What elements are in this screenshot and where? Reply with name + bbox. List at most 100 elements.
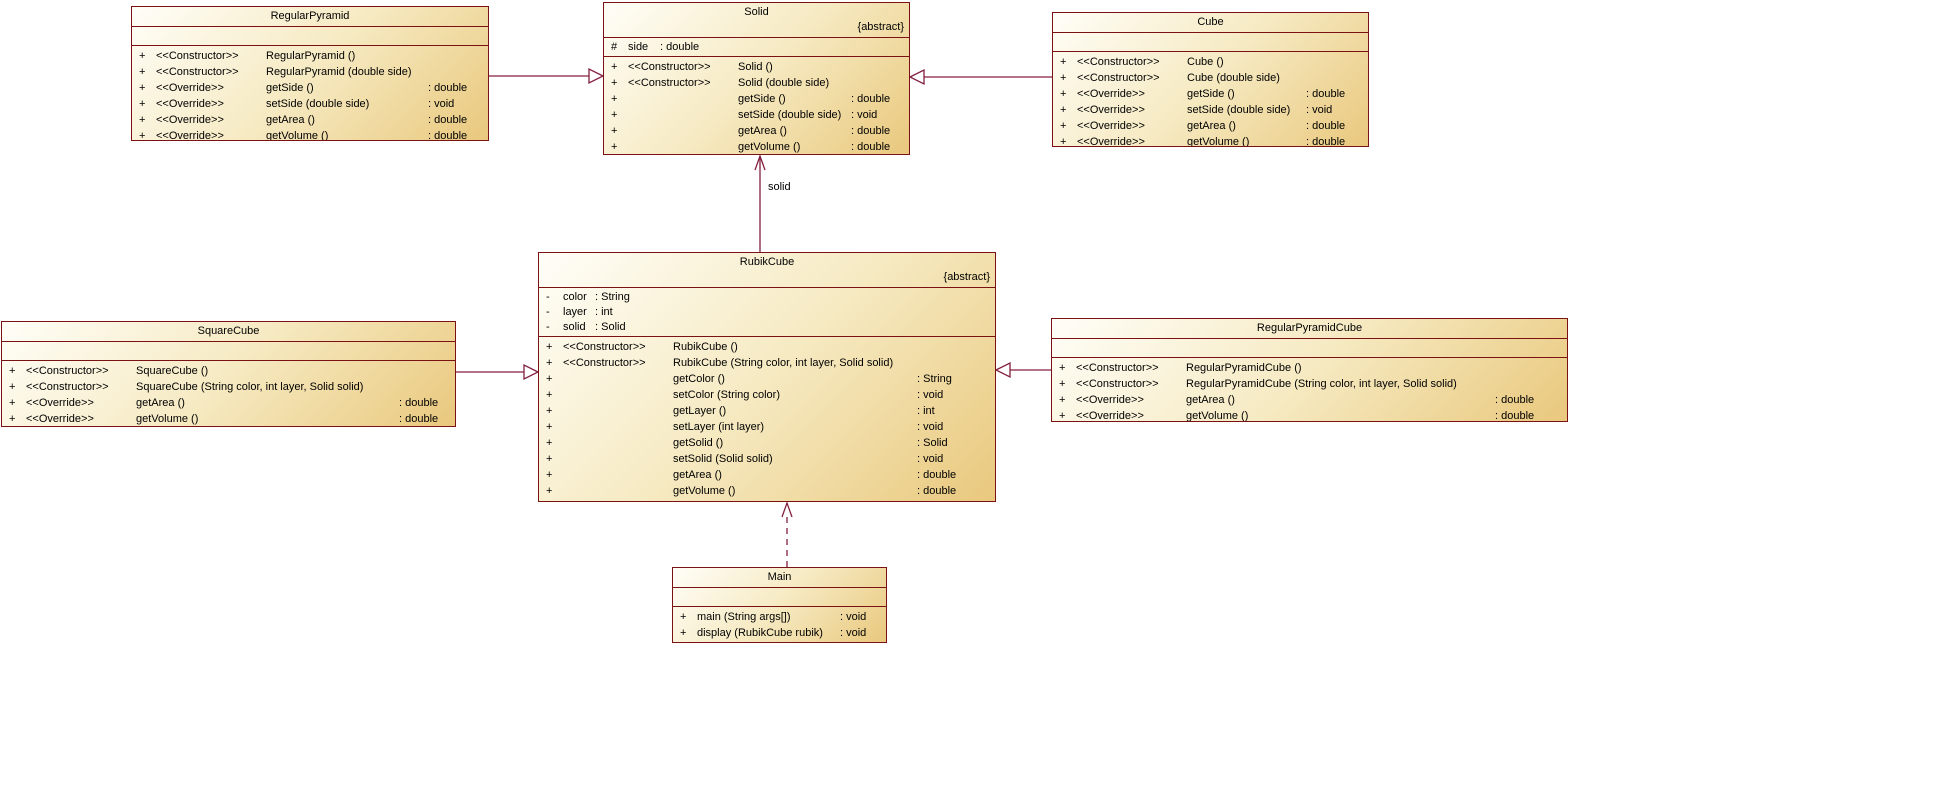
operation-stereotype: <<Constructor>> (1076, 378, 1159, 390)
operation-signature: SquareCube (String color, int layer, Sol… (136, 381, 364, 393)
operation-row: +<<Override>>setSide (double side): void (132, 96, 488, 112)
operation-stereotype: <<Constructor>> (26, 381, 109, 393)
generalization-regularpyramid-to-solid[interactable] (489, 67, 605, 85)
operation-row: +<<Constructor>>Solid () (604, 59, 909, 75)
operation-return-type: : void (428, 98, 455, 110)
visibility-symbol: - (546, 306, 550, 318)
operation-stereotype: <<Constructor>> (1077, 56, 1160, 68)
operation-row: +setColor (String color): void (539, 387, 995, 403)
generalization-squarecube-to-rubikcube[interactable] (456, 363, 540, 381)
operation-signature: RubikCube () (673, 341, 738, 353)
operation-stereotype (563, 451, 673, 467)
operation-return-type (428, 48, 488, 64)
visibility-symbol: + (1060, 136, 1067, 147)
operation-stereotype: <<Override>> (26, 413, 94, 425)
attribute-type: : Solid (595, 321, 626, 333)
operation-signature: getVolume () (738, 141, 801, 153)
operation-row: +display (RubikCube rubik): void (673, 625, 886, 641)
hollow-triangle-arrowhead-icon (588, 67, 605, 85)
open-arrowhead-icon (781, 501, 793, 518)
class-abstract-tag: {abstract} (857, 21, 904, 33)
operation-row: +<<Constructor>>Solid (double side) (604, 75, 909, 91)
operation-signature: getArea () (1186, 394, 1235, 406)
operation-row: +<<Override>>getArea (): double (1053, 118, 1368, 134)
visibility-symbol: + (9, 381, 16, 393)
class-name: Cube (1197, 16, 1224, 28)
operation-signature: getSide () (266, 82, 314, 94)
visibility-symbol: + (9, 365, 16, 377)
operations-compartment: +main (String args[]): void+display (Rub… (673, 607, 886, 642)
operation-row: +getVolume (): double (539, 483, 995, 499)
visibility-symbol: + (139, 82, 146, 94)
generalization-regularpyramidcube-to-rubikcube[interactable] (994, 361, 1051, 379)
uml-class-regular-pyramid[interactable]: RegularPyramid+<<Constructor>>RegularPyr… (131, 6, 489, 141)
operation-stereotype: <<Constructor>> (563, 357, 646, 369)
operation-return-type: : double (851, 141, 891, 153)
visibility-symbol: + (611, 109, 618, 121)
operations-compartment: +<<Constructor>>Cube ()+<<Constructor>>C… (1053, 52, 1368, 147)
operation-stereotype (563, 387, 673, 403)
uml-class-main[interactable]: Main+main (String args[]): void+display … (672, 567, 887, 643)
uml-class-rubik-cube[interactable]: RubikCube{abstract}-color: String-layer:… (538, 252, 996, 502)
operation-signature: getArea () (266, 114, 315, 126)
visibility-symbol: + (9, 413, 16, 425)
operation-stereotype: <<Override>> (1077, 136, 1145, 147)
visibility-symbol: + (546, 485, 553, 497)
operation-signature: setSide (double side) (738, 109, 842, 121)
operation-return-type: : void (917, 453, 944, 465)
operation-row: +getSolid (): Solid (539, 435, 995, 451)
class-name-compartment: RegularPyramid (132, 7, 488, 27)
operation-signature: SquareCube () (136, 365, 209, 377)
operation-return-type: : Solid (917, 437, 948, 449)
attributes-compartment (1053, 33, 1368, 52)
visibility-symbol: + (1060, 104, 1067, 116)
operation-stereotype: <<Override>> (1077, 88, 1145, 100)
visibility-symbol: + (546, 453, 553, 465)
operation-stereotype (628, 139, 738, 154)
operation-return-type: : void (840, 627, 867, 639)
operation-stereotype: <<Constructor>> (1076, 362, 1159, 374)
operation-return-type: : void (851, 109, 878, 121)
visibility-symbol: + (1059, 410, 1066, 422)
uml-class-cube[interactable]: Cube+<<Constructor>>Cube ()+<<Constructo… (1052, 12, 1369, 147)
association-rubikcube-to-solid[interactable]: solid (754, 154, 791, 252)
association-end-label: solid (768, 181, 791, 193)
operation-stereotype: <<Override>> (156, 114, 224, 126)
operation-stereotype: <<Override>> (1076, 410, 1144, 422)
operation-return-type: : double (851, 93, 891, 105)
uml-class-square-cube[interactable]: SquareCube+<<Constructor>>SquareCube ()+… (1, 321, 456, 427)
operation-row: +<<Override>>getVolume (): double (1052, 408, 1567, 422)
visibility-symbol: + (9, 397, 16, 409)
operation-return-type (399, 379, 455, 395)
operation-row: +<<Constructor>>RegularPyramidCube () (1052, 360, 1567, 376)
operation-signature: getArea () (738, 125, 787, 137)
operation-return-type: : double (1306, 120, 1346, 132)
generalization-cube-to-solid[interactable] (908, 68, 1052, 86)
visibility-symbol: + (680, 611, 687, 623)
operation-stereotype (628, 91, 738, 107)
operation-return-type (1495, 360, 1567, 376)
operation-signature: getVolume () (1186, 410, 1249, 422)
operation-signature: setLayer (int layer) (673, 421, 765, 433)
operation-stereotype (563, 467, 673, 483)
class-name-compartment: Solid {abstract} (604, 3, 909, 38)
visibility-symbol: + (1059, 362, 1066, 374)
operation-stereotype: <<Override>> (26, 397, 94, 409)
class-abstract-tag: {abstract} (943, 271, 990, 283)
operation-return-type: : int (917, 405, 935, 417)
class-name: Solid (744, 6, 769, 18)
operation-stereotype: <<Constructor>> (628, 77, 711, 89)
uml-class-solid[interactable]: Solid{abstract}#side: double+<<Construct… (603, 2, 910, 155)
operation-return-type: : double (399, 397, 439, 409)
operations-compartment: +<<Constructor>>RegularPyramidCube ()+<<… (1052, 358, 1567, 422)
uml-class-regular-pyramid-cube[interactable]: RegularPyramidCube+<<Constructor>>Regula… (1051, 318, 1568, 422)
operation-signature: getSide () (738, 93, 786, 105)
operation-stereotype: <<Override>> (156, 130, 224, 141)
operation-return-type: : double (399, 413, 439, 425)
class-name: RegularPyramid (270, 10, 350, 22)
operation-return-type: : void (840, 611, 867, 623)
dependency-main-to-rubikcube[interactable] (781, 501, 793, 567)
hollow-triangle-arrowhead-icon (523, 363, 540, 381)
visibility-symbol: + (611, 125, 618, 137)
